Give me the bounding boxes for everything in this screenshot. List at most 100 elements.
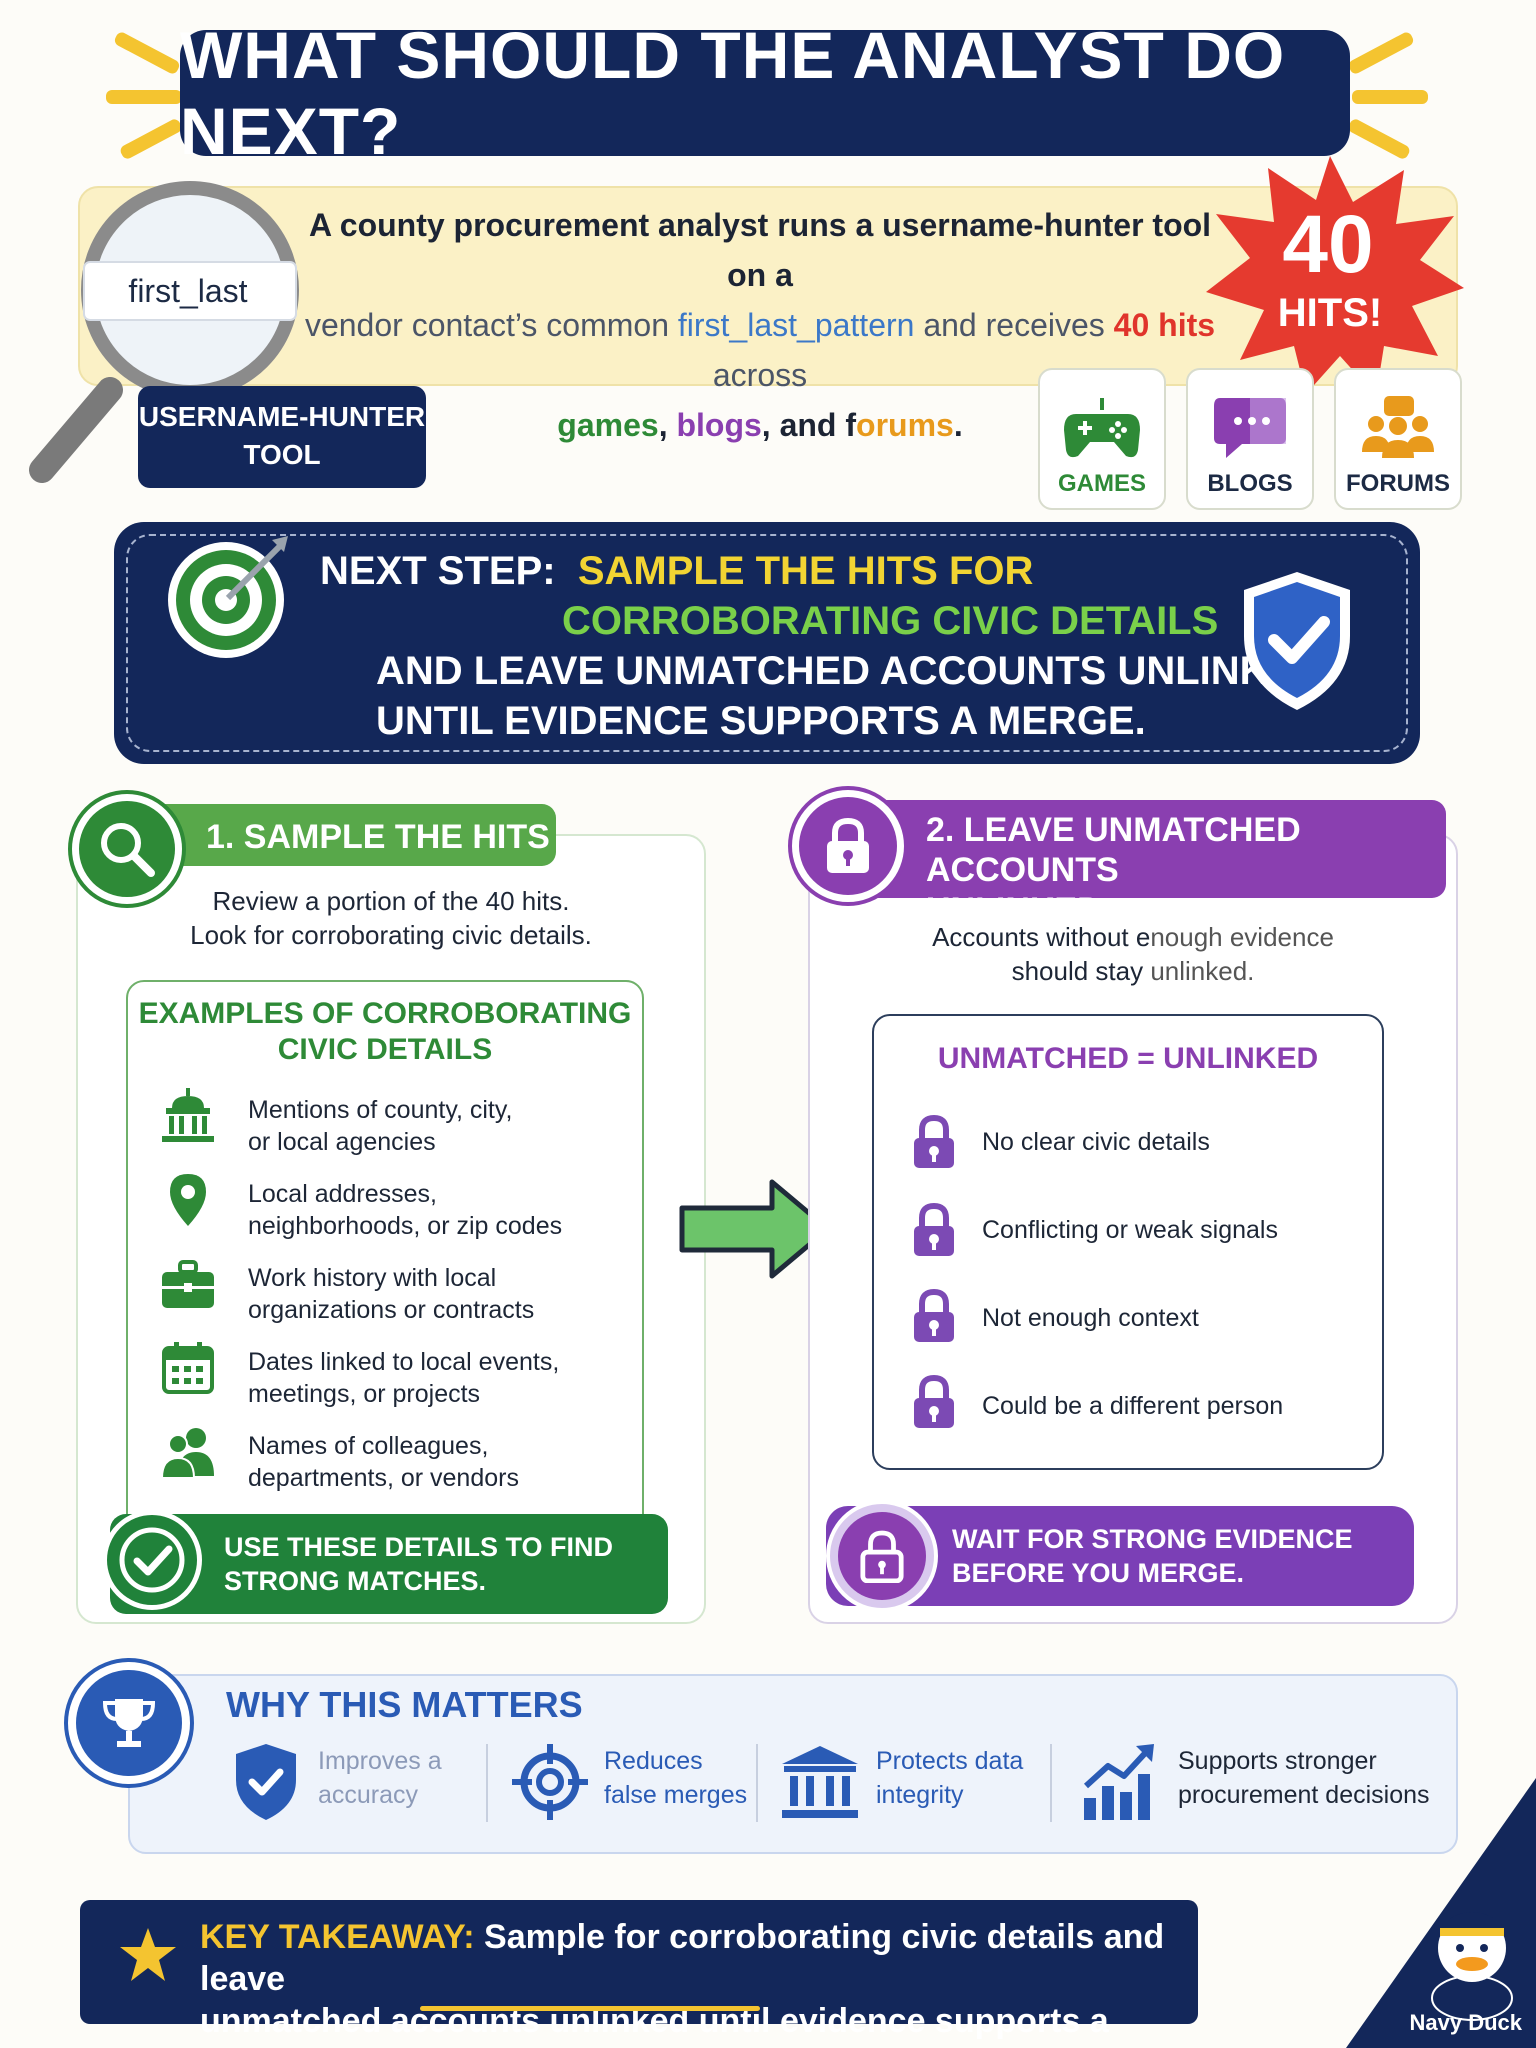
divider xyxy=(756,1744,758,1822)
pattern-text: first_last_pattern xyxy=(677,307,915,343)
step2-lead-span: unlinked. xyxy=(1150,956,1255,986)
lock-icon xyxy=(860,1530,904,1583)
step1-lead-line: Review a portion of the 40 hits. xyxy=(212,886,570,916)
step2-lead-line: should stay unlinked. xyxy=(808,954,1458,988)
magnifier-text: first_last xyxy=(128,273,247,309)
next-step-line: AND LEAVE UNMATCHED ACCOUNTS UNLINKED xyxy=(376,649,1325,693)
wait-lock-badge xyxy=(826,1500,938,1612)
navy-duck-logo xyxy=(1346,1778,1536,2048)
unmatched-item: Could be a different person xyxy=(982,1392,1284,1420)
check-circle-icon xyxy=(119,1527,185,1593)
page-title: WHAT SHOULD THE ANALYST DO NEXT? xyxy=(180,18,1286,168)
hits-label: HITS! xyxy=(1278,291,1382,335)
underline-accent xyxy=(420,2006,760,2011)
category-label: GAMES xyxy=(1057,470,1146,497)
why-line: Reduces xyxy=(604,1747,703,1775)
search-icon xyxy=(101,823,155,877)
next-step-banner xyxy=(114,522,1420,764)
examples-title-line: EXAMPLES OF CORROBORATING xyxy=(138,997,632,1030)
step1-badge xyxy=(68,790,186,908)
games-word: games xyxy=(557,407,659,443)
lock-icon xyxy=(827,817,869,873)
key-takeaway-line: KEY TAKEAWAY: Sample for corroborating c… xyxy=(200,1916,1180,2000)
title-ray xyxy=(1352,90,1428,104)
category-card-forums: FORUMS xyxy=(1334,368,1462,510)
unmatched-item: Not enough context xyxy=(982,1304,1199,1332)
title-banner: WHAT SHOULD THE ANALYST DO NEXT? xyxy=(180,18,1350,168)
intro-span: vendor contact’s common xyxy=(304,307,678,343)
intro-line-2: vendor contact’s common first_last_patte… xyxy=(300,300,1220,400)
example-line: Mentions of county, city, xyxy=(248,1096,513,1124)
growth-chart-icon xyxy=(1083,1744,1154,1820)
right-arrow-icon xyxy=(679,1179,831,1279)
category-card-blogs: BLOGS xyxy=(1186,368,1314,510)
example-item: Mentions of county, city, or local agenci… xyxy=(248,1094,512,1158)
category-card-games: GAMES xyxy=(1038,368,1166,510)
step2-heading-line: UNLINKED xyxy=(926,891,1102,929)
wait-evidence-line: WAIT FOR STRONG EVIDENCE xyxy=(952,1524,1353,1554)
intro-span: . xyxy=(953,407,963,443)
trophy-badge xyxy=(64,1658,194,1788)
step1-badge-inner xyxy=(79,801,175,897)
intro-span: across xyxy=(712,357,808,393)
example-line: meetings, or projects xyxy=(248,1380,481,1408)
title-ray xyxy=(1346,30,1416,76)
why-line: accuracy xyxy=(318,1781,419,1809)
step2-lead: Accounts without enough evidence should … xyxy=(808,920,1458,988)
intro-text: A county procurement analyst runs a user… xyxy=(300,200,1220,450)
lock-icon xyxy=(914,1202,954,1256)
next-step-line: CORROBORATING CIVIC DETAILS xyxy=(562,599,1219,643)
trophy-badge-inner xyxy=(76,1670,182,1776)
example-line: neighborhoods, or zip codes xyxy=(248,1212,563,1240)
example-item: Names of colleagues,departments, or vend… xyxy=(248,1430,519,1494)
forums-word: orums xyxy=(856,407,954,443)
example-line: departments, or vendors xyxy=(248,1464,519,1492)
unmatched-title: UNMATCHED = UNLINKED xyxy=(937,1042,1319,1075)
intro-line-1: A county procurement analyst runs a user… xyxy=(308,207,1212,293)
tool-badge-line: TOOL xyxy=(243,439,321,470)
next-step-text: NEXT STEP: SAMPLE THE HITS FOR CORROBORA… xyxy=(320,546,1324,746)
wait-lock-inner xyxy=(838,1512,926,1600)
example-item: Dates linked to local events,meetings, o… xyxy=(248,1346,559,1410)
step1-lead-line: Look for corroborating civic details. xyxy=(190,920,592,950)
shield-check-icon xyxy=(236,1744,296,1820)
trophy-icon xyxy=(102,1699,156,1747)
why-line: Improves a xyxy=(318,1747,442,1775)
blogs-word: blogs xyxy=(676,407,762,443)
examples-title-line: CIVIC DETAILS xyxy=(277,1033,493,1066)
divider xyxy=(486,1744,488,1822)
example-line: or local agencies xyxy=(248,1128,436,1156)
wait-evidence-line: BEFORE YOU MERGE. xyxy=(952,1558,1245,1588)
next-step-lead: NEXT STEP: xyxy=(320,549,556,593)
lock-icon xyxy=(914,1114,954,1168)
calendar-icon xyxy=(162,1342,214,1394)
intro-line-3: games, blogs, and forums. xyxy=(300,400,1220,450)
intro-span: , and f xyxy=(761,407,857,443)
people-group-icon xyxy=(1362,396,1434,458)
step2-badge xyxy=(788,786,908,906)
why-line: procurement decisions xyxy=(1178,1781,1430,1809)
title-ray xyxy=(106,90,182,104)
hits-number: 40 xyxy=(1282,199,1373,290)
magnifier-icon: first_last xyxy=(29,181,299,483)
next-step-line: NEXT STEP: SAMPLE THE HITS FOR xyxy=(320,546,1324,596)
key-takeaway-banner xyxy=(80,1900,1198,2024)
step2-lead-line: Accounts without enough evidence xyxy=(808,920,1458,954)
step2-heading: 2. LEAVE UNMATCHED ACCOUNTS UNLINKED xyxy=(870,800,1446,929)
key-takeaway-span: Sample for corroborating civic details a… xyxy=(200,1918,1165,1998)
gamepad-icon xyxy=(1064,398,1140,458)
step2-badge-inner xyxy=(799,797,897,895)
step2-lead-span: should stay xyxy=(1011,956,1151,986)
why-line: false merges xyxy=(604,1781,748,1809)
step1-lead: Review a portion of the 40 hits. Look fo… xyxy=(76,884,706,952)
briefcase-icon xyxy=(162,1260,214,1308)
chat-bubble-icon xyxy=(1214,398,1286,458)
next-step-highlight: SAMPLE THE HITS FOR xyxy=(577,549,1034,593)
key-takeaway-label: KEY TAKEAWAY: xyxy=(200,1918,475,1956)
examples-box xyxy=(126,980,644,1540)
divider xyxy=(1050,1744,1052,1822)
why-line: integrity xyxy=(876,1781,964,1809)
crosshair-icon xyxy=(512,1744,588,1820)
